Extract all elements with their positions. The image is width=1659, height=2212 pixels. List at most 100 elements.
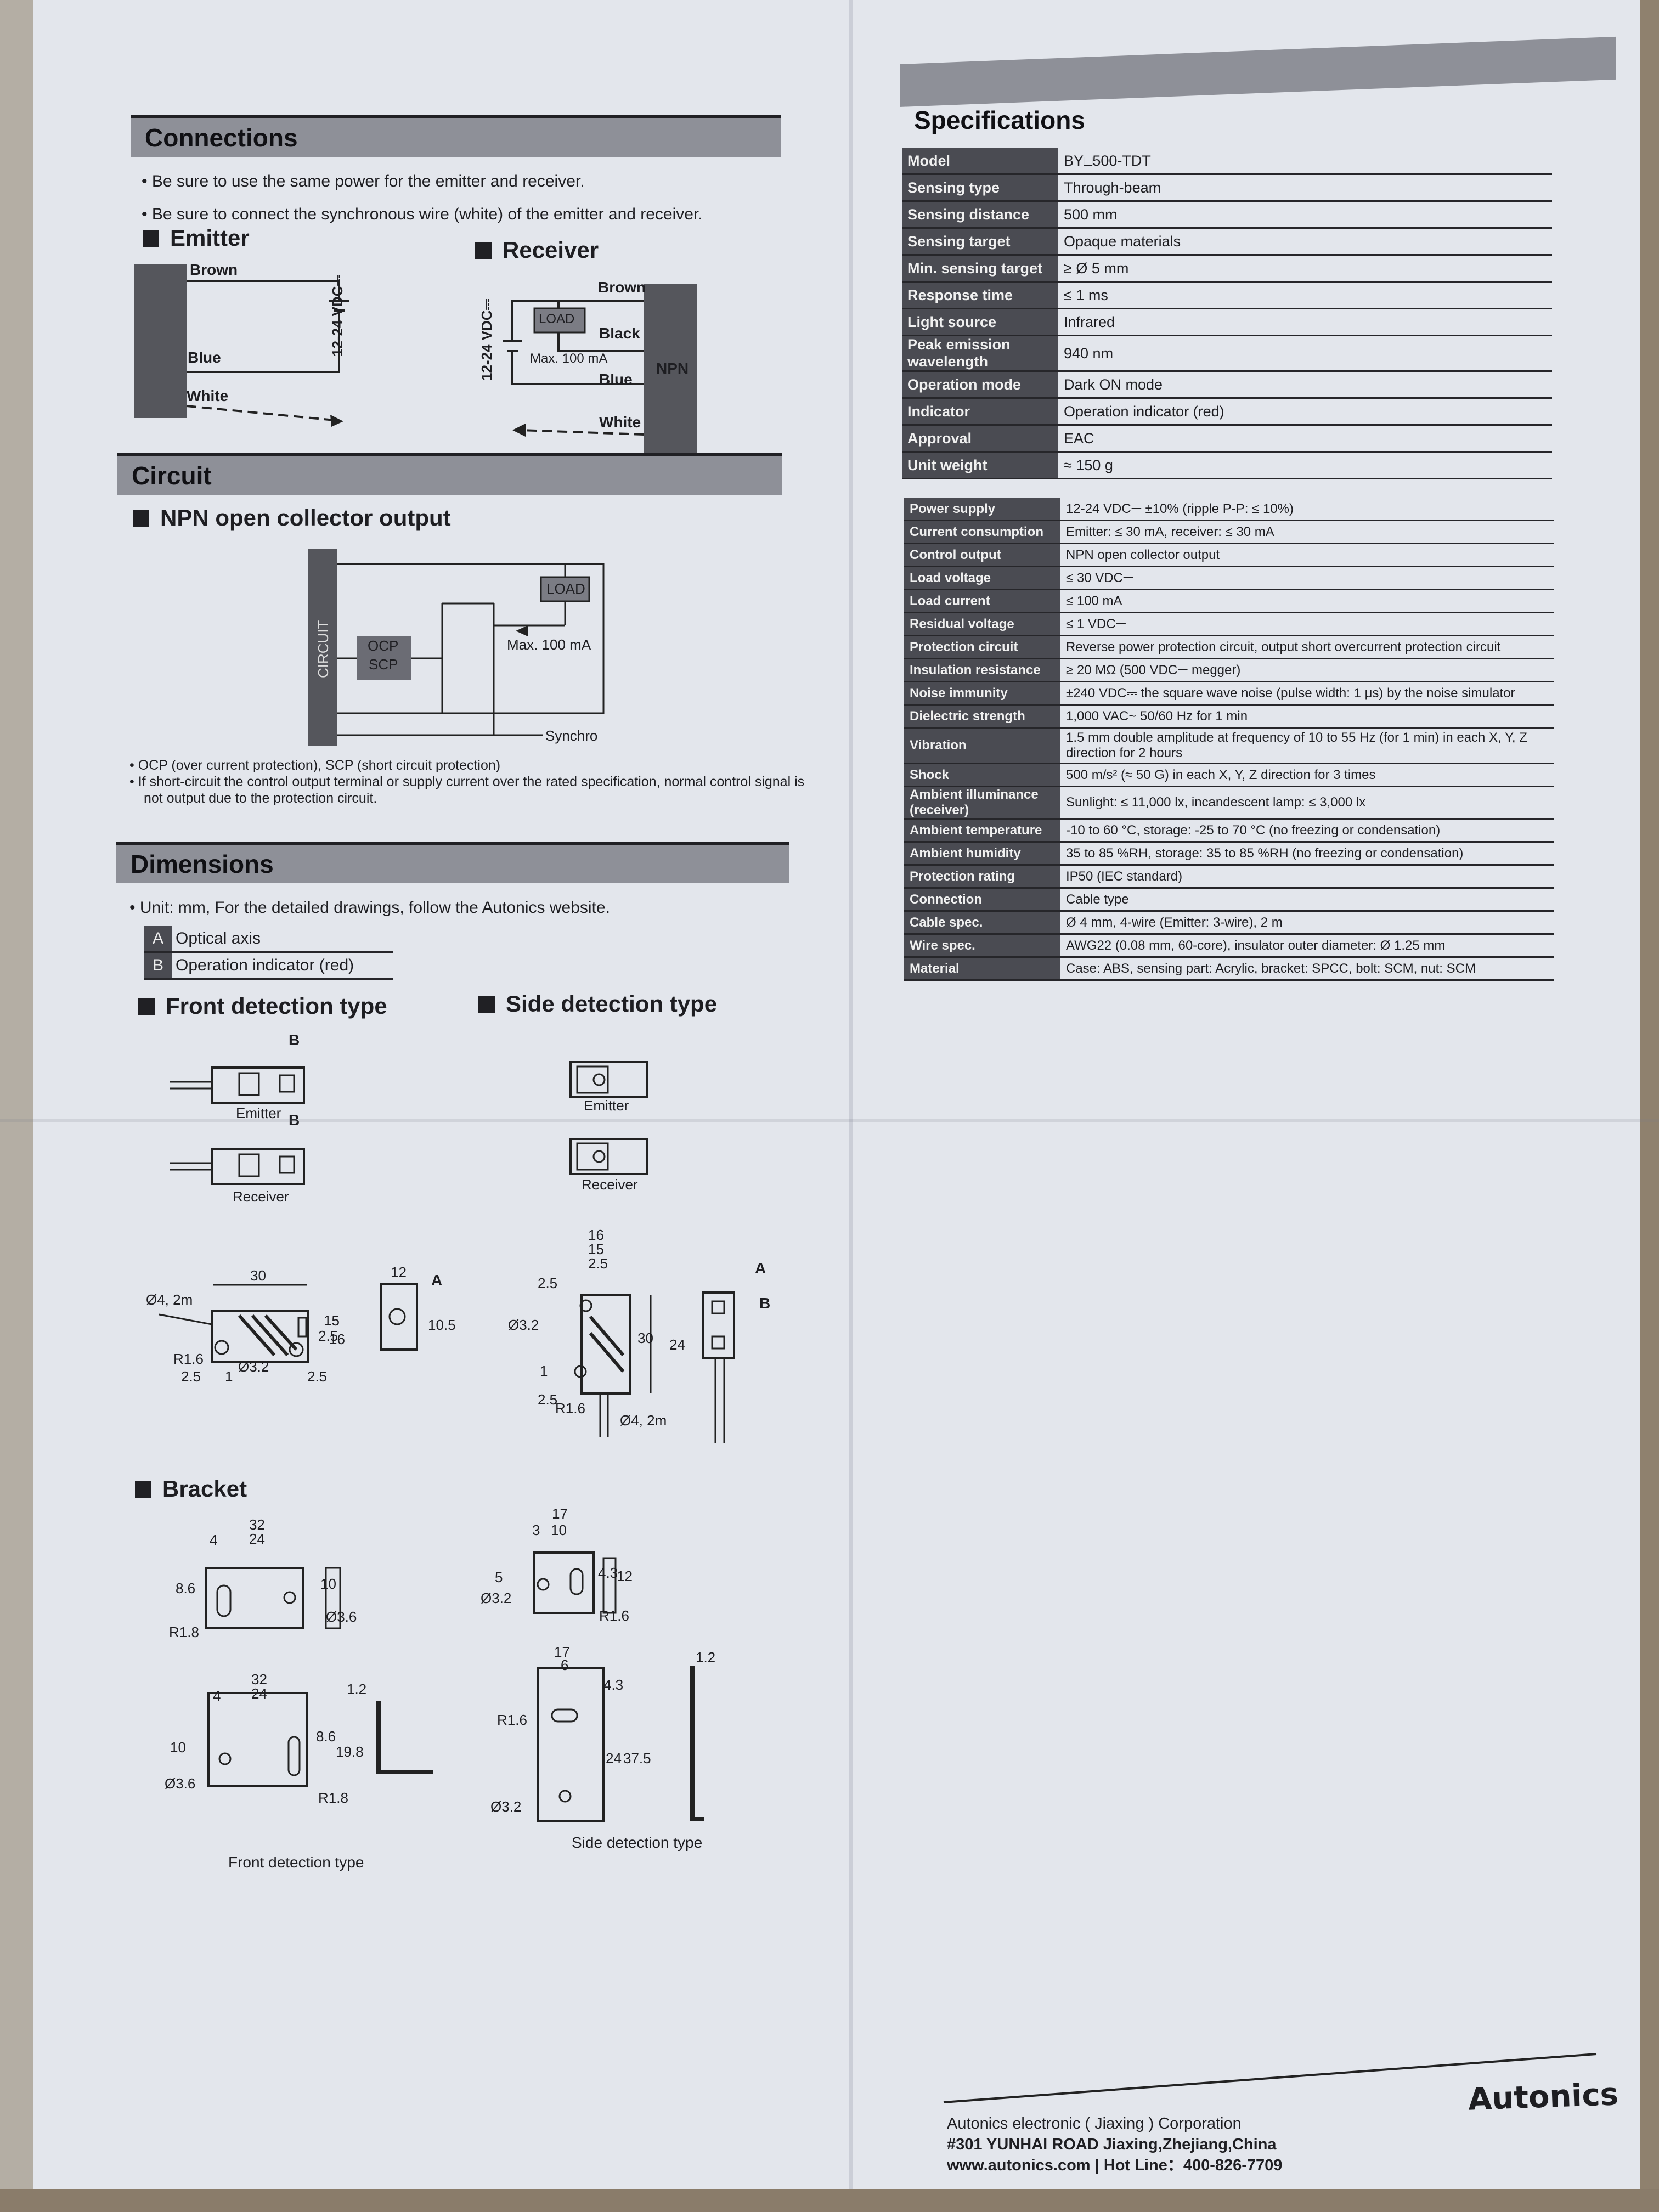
circuit-max-label: Max. 100 mA <box>507 636 591 653</box>
legend-value-a: Optical axis <box>172 926 393 953</box>
br-dim-r16-b: R1.6 <box>497 1712 527 1728</box>
spec-row: Cable spec.Ø 4 mm, 4-wire (Emitter: 3-wi… <box>904 911 1554 935</box>
spec-row: Unit weight≈ 150 g <box>902 452 1552 479</box>
spec-row: Response time≤ 1 ms <box>902 281 1552 309</box>
spec-value: Case: ABS, sensing part: Acrylic, bracke… <box>1060 957 1554 981</box>
spec-value: Ø 4 mm, 4-wire (Emitter: 3-wire), 2 m <box>1060 911 1554 935</box>
receiver-load-box <box>533 307 586 334</box>
circuit-load-label: LOAD <box>546 580 585 597</box>
table-background-left <box>0 0 33 2212</box>
spec-key: Model <box>902 148 1058 175</box>
spec-key: Peak emission wavelength <box>902 335 1058 372</box>
front-indicator-b-2: B <box>289 1111 300 1128</box>
front-emitter-caption: Emitter <box>236 1105 281 1121</box>
spec-value: IP50 (IEC standard) <box>1060 865 1554 889</box>
synchro-label: Synchro <box>545 727 598 744</box>
spec-key: Response time <box>902 281 1058 309</box>
spec-row: Ambient illuminance (receiver)Sunlight: … <box>904 786 1554 820</box>
spec-key: Operation mode <box>902 371 1058 399</box>
spec-row: Load current≤ 100 mA <box>904 589 1554 613</box>
connections-header: Connections <box>131 115 781 157</box>
dim-25-f: 2.5 <box>538 1391 558 1408</box>
spec-value: NPN open collector output <box>1060 543 1554 567</box>
bracket-front-top <box>205 1567 304 1629</box>
receiver-max-label: Max. 100 mA <box>530 351 608 366</box>
spec-value: 500 mm <box>1058 201 1552 229</box>
br-dim-198: 19.8 <box>336 1743 364 1760</box>
spec-key: Sensing type <box>902 174 1058 202</box>
spec-value: Reverse power protection circuit, output… <box>1060 635 1554 659</box>
circuit-note-1: • OCP (over current protection), SCP (sh… <box>129 758 501 773</box>
br-dim-12-a: 12 <box>617 1568 633 1584</box>
circuit-label: CIRCUIT <box>315 620 331 678</box>
spec-value: ±240 VDC⎓ the square wave noise (pulse w… <box>1060 681 1554 706</box>
br-dim-10-b: 10 <box>551 1522 567 1538</box>
receiver-brown-label: Brown <box>598 279 646 296</box>
side-dimension-body <box>580 1294 631 1395</box>
br-dim-12t-a: 1.2 <box>347 1681 367 1697</box>
br-dim-24-a: 24 <box>249 1531 265 1547</box>
br-dim-86-a: 8.6 <box>176 1580 196 1596</box>
front-axis-a: A <box>431 1272 443 1289</box>
spec-value: 500 m/s² (≈ 50 G) in each X, Y, Z direct… <box>1060 763 1554 787</box>
br-dim-r18-b: R1.8 <box>318 1790 348 1806</box>
br-dim-86-b: 8.6 <box>316 1728 336 1745</box>
dim-o32-a: Ø3.2 <box>238 1358 269 1375</box>
spec-key: Ambient illuminance (receiver) <box>904 786 1060 820</box>
spec-value: ≥ Ø 5 mm <box>1058 255 1552 283</box>
spec-key: Light source <box>902 308 1058 336</box>
dim-25-a: 2.5 <box>181 1368 201 1385</box>
side-indicator-b: B <box>759 1295 771 1312</box>
spec-key: Sensing target <box>902 228 1058 256</box>
br-dim-3: 3 <box>532 1522 540 1538</box>
footer-separator: | <box>1094 2157 1099 2174</box>
front-indicator-b-1: B <box>289 1031 300 1048</box>
bracket-side-caption: Side detection type <box>572 1834 703 1851</box>
dim-30: 30 <box>250 1267 266 1284</box>
spec-value: ≤ 100 mA <box>1060 589 1554 613</box>
br-dim-32-a: 32 <box>249 1516 265 1533</box>
spec-row: Load voltage≤ 30 VDC⎓ <box>904 566 1554 590</box>
spec-value: 35 to 85 %RH, storage: 35 to 85 %RH (no … <box>1060 842 1554 866</box>
spec-value: ≤ 30 VDC⎓ <box>1060 566 1554 590</box>
dim-24: 24 <box>669 1336 685 1353</box>
spec-key: Load voltage <box>904 566 1060 590</box>
ocp-scp-block <box>357 636 411 680</box>
br-dim-12t-b: 1.2 <box>696 1649 716 1666</box>
dim-16-a: 16 <box>329 1331 345 1347</box>
front-receiver-caption: Receiver <box>233 1188 289 1205</box>
footer-website[interactable]: www.autonics.com <box>947 2157 1091 2174</box>
side-emitter-drawing <box>569 1061 648 1098</box>
ocp-label: OCP <box>368 637 399 654</box>
table-background-right <box>1640 0 1659 2212</box>
br-dim-6: 6 <box>561 1657 569 1673</box>
dim-o32-b: Ø3.2 <box>508 1317 539 1333</box>
side-axis-a: A <box>755 1260 766 1277</box>
spec-value: 1,000 VAC~ 50/60 Hz for 1 min <box>1060 704 1554 729</box>
legend-value-b: Operation indicator (red) <box>172 952 393 980</box>
br-dim-r18-a: R1.8 <box>169 1624 199 1640</box>
spec-value: Infrared <box>1058 308 1552 336</box>
table-background-bottom <box>0 2189 1659 2212</box>
bracket-title: Bracket <box>135 1476 247 1502</box>
spec-key: Min. sensing target <box>902 255 1058 283</box>
spec-value: Operation indicator (red) <box>1058 398 1552 426</box>
br-dim-375: 37.5 <box>623 1750 651 1767</box>
spec-value: Opaque materials <box>1058 228 1552 256</box>
side-receiver-caption: Receiver <box>582 1176 638 1193</box>
spec-row: Noise immunity±240 VDC⎓ the square wave … <box>904 681 1554 706</box>
spec-key: Protection rating <box>904 865 1060 889</box>
spec-key: Connection <box>904 888 1060 912</box>
